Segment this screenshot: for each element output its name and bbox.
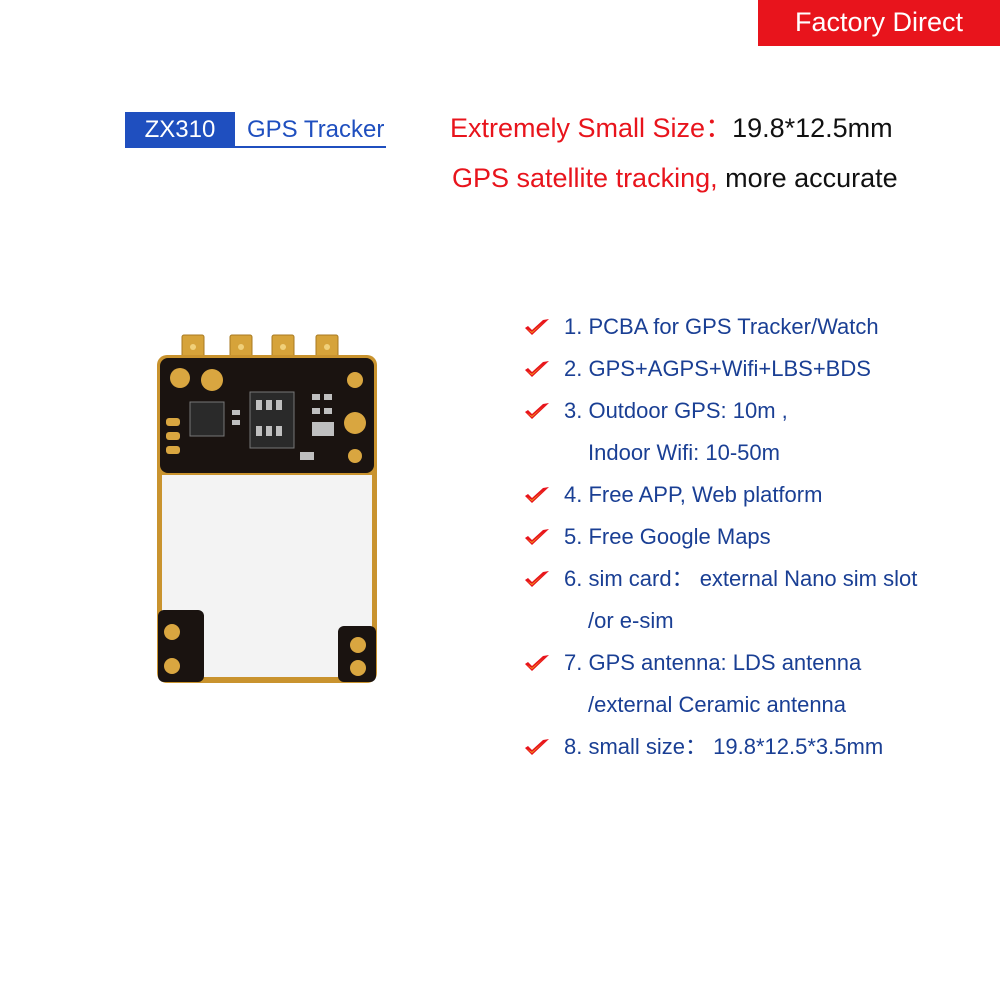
size-value: 19.8*12.5mm xyxy=(732,113,893,143)
checkmark-icon xyxy=(522,348,552,390)
checkmark-icon xyxy=(522,474,552,516)
feature-continuation: Indoor Wifi: 10-50m xyxy=(588,440,780,465)
pcb-illustration xyxy=(157,334,377,683)
feature-item: 6. sim card： external Nano sim slot xyxy=(522,558,992,600)
model-number: ZX310 xyxy=(125,112,235,146)
checkmark-icon xyxy=(522,642,552,684)
accuracy-highlight: GPS satellite tracking, xyxy=(452,163,718,193)
feature-item: 5. Free Google Maps xyxy=(522,516,992,558)
feature-continuation: /or e-sim xyxy=(588,608,674,633)
feature-text: 7. GPS antenna: LDS antenna xyxy=(564,650,862,675)
checkmark-icon xyxy=(522,390,552,432)
feature-item: 8. small size： 19.8*12.5*3.5mm xyxy=(522,726,992,768)
feature-item: 1. PCBA for GPS Tracker/Watch xyxy=(522,306,992,348)
checkmark-icon xyxy=(522,516,552,558)
checkmark-icon xyxy=(522,726,552,768)
feature-item: 3. Outdoor GPS: 10m , xyxy=(522,390,992,432)
feature-text: 1. PCBA for GPS Tracker/Watch xyxy=(564,314,879,339)
size-headline: Extremely Small Size：19.8*12.5mm xyxy=(450,110,893,146)
feature-text: 8. small size： 19.8*12.5*3.5mm xyxy=(564,734,884,759)
product-tag: ZX310 GPS Tracker xyxy=(125,112,387,148)
feature-item: 2. GPS+AGPS+Wifi+LBS+BDS xyxy=(522,348,992,390)
product-name: GPS Tracker xyxy=(247,116,385,143)
feature-text: 6. sim card： external Nano sim slot xyxy=(564,566,918,591)
accuracy-rest: more accurate xyxy=(717,163,898,193)
checkmark-icon xyxy=(522,558,552,600)
feature-text: 2. GPS+AGPS+Wifi+LBS+BDS xyxy=(564,356,871,381)
feature-text: 4. Free APP, Web platform xyxy=(564,482,823,507)
factory-direct-badge: Factory Direct xyxy=(758,0,1000,46)
size-label: Extremely Small Size： xyxy=(450,113,733,143)
feature-list: 1. PCBA for GPS Tracker/Watch 2. GPS+AGP… xyxy=(522,306,992,768)
checkmark-icon xyxy=(522,306,552,348)
feature-text: 5. Free Google Maps xyxy=(564,524,771,549)
feature-continuation: /external Ceramic antenna xyxy=(588,692,847,717)
feature-text: 3. Outdoor GPS: 10m , xyxy=(564,398,788,423)
accuracy-subline: GPS satellite tracking, more accurate xyxy=(452,160,898,196)
feature-item: 7. GPS antenna: LDS antenna xyxy=(522,642,992,684)
pcb-board-image xyxy=(150,330,385,690)
feature-item: 4. Free APP, Web platform xyxy=(522,474,992,516)
